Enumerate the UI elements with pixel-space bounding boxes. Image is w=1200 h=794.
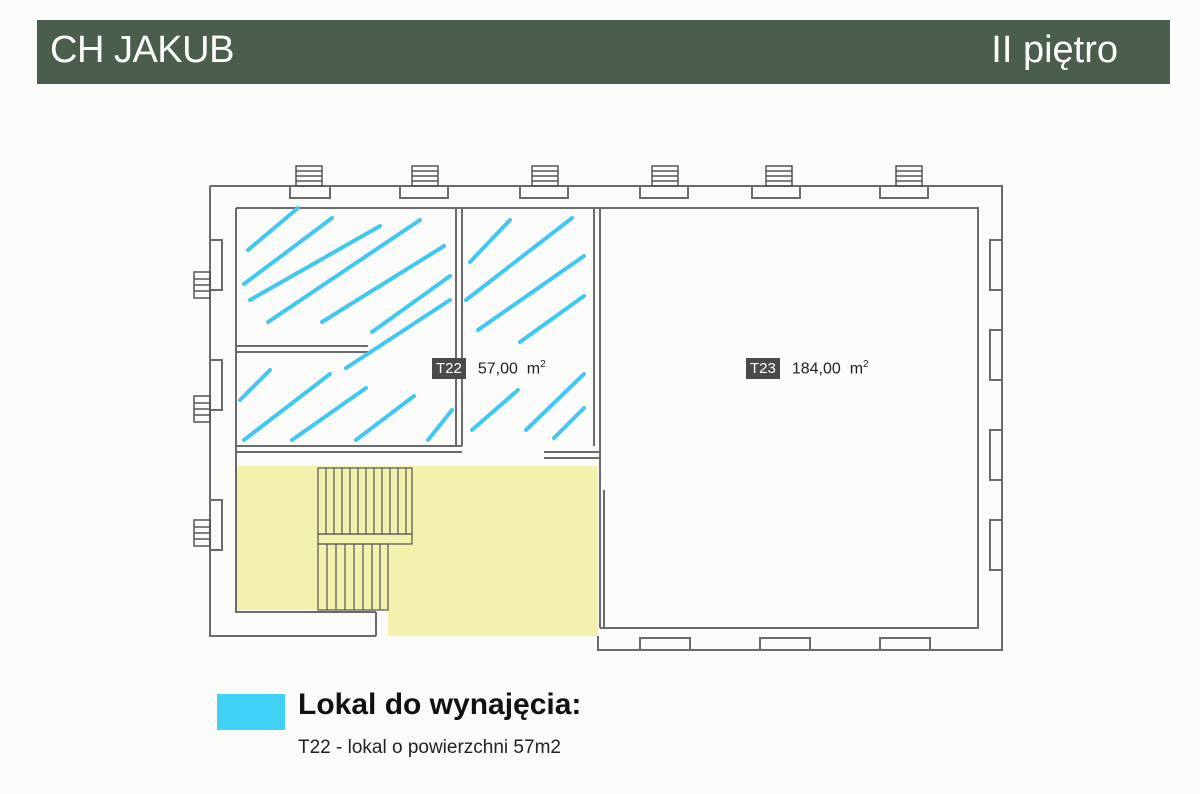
building-title: CH JAKUB bbox=[50, 29, 234, 71]
radiator-icon bbox=[651, 165, 679, 187]
header-bar: CH JAKUB II piętro bbox=[37, 20, 1170, 84]
radiator-icon bbox=[193, 519, 211, 547]
unit-area: 184,00 m2 bbox=[791, 358, 869, 378]
staircase-area bbox=[236, 466, 598, 636]
legend-description: T22 - lokal o powierzchni 57m2 bbox=[298, 737, 561, 758]
unit-area: 57,00 m2 bbox=[477, 358, 546, 378]
radiator-icon bbox=[895, 165, 923, 187]
radiator-icon bbox=[531, 165, 559, 187]
t22-highlight-hatch bbox=[238, 206, 586, 442]
unit-code: T23 bbox=[746, 358, 780, 379]
floor-label: II piętro bbox=[991, 29, 1118, 71]
radiator-icon bbox=[193, 395, 211, 423]
radiator-icon bbox=[193, 271, 211, 299]
interior-walls bbox=[236, 208, 605, 628]
unit-code: T22 bbox=[432, 358, 466, 379]
outer-walls bbox=[209, 185, 1003, 651]
unit-label-t22: T22 57,00 m2 bbox=[432, 356, 546, 381]
radiator-icon bbox=[765, 165, 793, 187]
unit-label-t23: T23 184,00 m2 bbox=[746, 356, 869, 381]
radiators bbox=[193, 165, 923, 547]
radiator-icon bbox=[411, 165, 439, 187]
legend-title: Lokal do wynajęcia: bbox=[298, 688, 582, 721]
radiator-icon bbox=[295, 165, 323, 187]
legend-swatch bbox=[217, 694, 285, 730]
